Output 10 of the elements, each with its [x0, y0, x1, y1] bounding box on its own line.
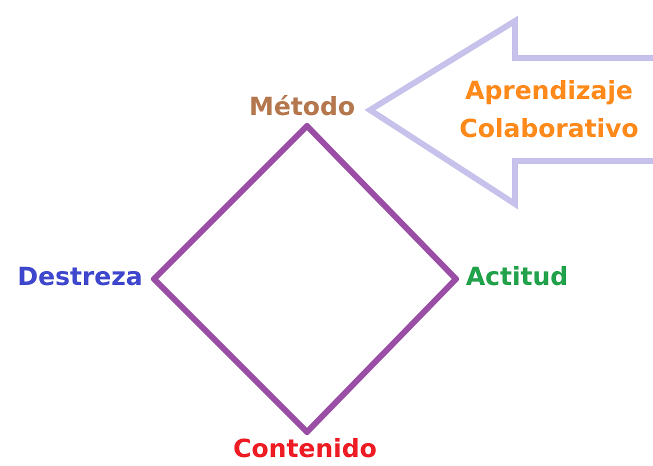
connector-line: [304, 276, 459, 435]
connector-line: [151, 276, 310, 435]
vertex-label: Destreza: [17, 262, 143, 291]
vertex-label: Contenido: [233, 434, 377, 463]
connector-line: [304, 123, 459, 282]
arrow-text: Aprendizaje Colaborativo: [458, 75, 640, 145]
block-arrow: [364, 16, 653, 210]
connector-line: [151, 123, 310, 282]
vertex-label: Método: [248, 92, 356, 121]
vertex-label: Actitud: [466, 262, 568, 291]
